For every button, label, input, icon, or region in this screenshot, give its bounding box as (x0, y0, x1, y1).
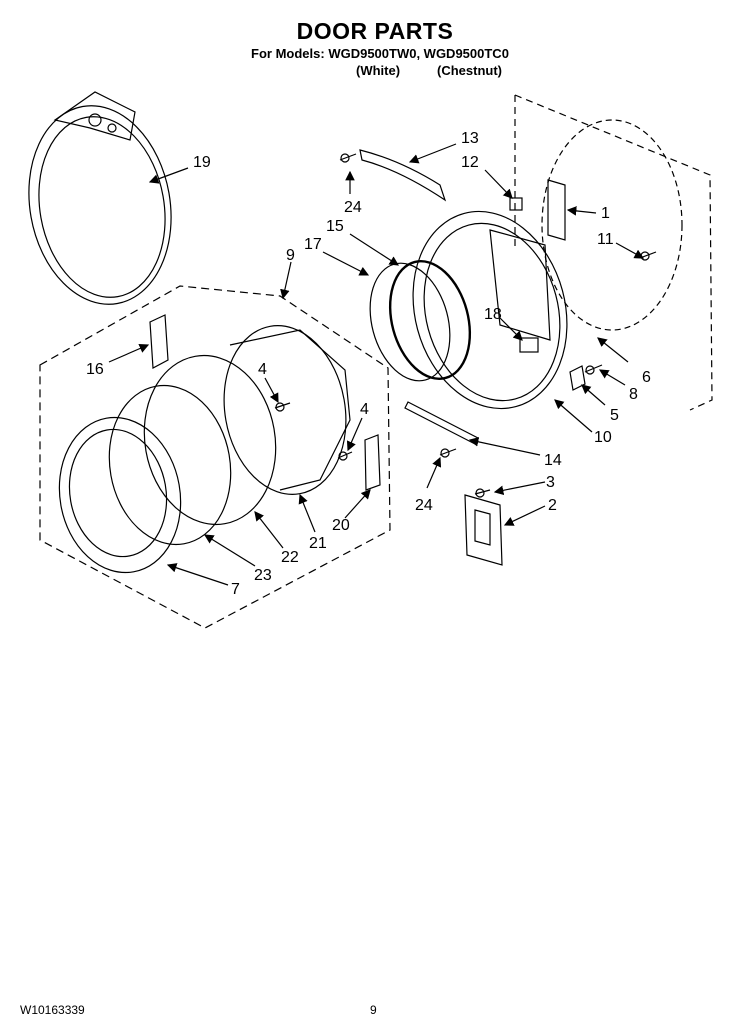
callout-1: 1 (601, 205, 610, 222)
callout-24-bottom: 24 (415, 497, 433, 514)
models-line: For Models: WGD9500TW0, WGD9500TC0 (251, 46, 509, 61)
callout-24-top: 24 (344, 199, 362, 216)
callout-2: 2 (548, 497, 557, 514)
part-13-handle (359, 149, 447, 202)
door-assembly-boundary (39, 285, 391, 629)
cabinet-opening (541, 119, 683, 331)
callout-7: 7 (231, 581, 240, 598)
callout-6: 6 (642, 369, 651, 386)
part-23-ring (108, 384, 232, 546)
part-20-bracket (364, 434, 381, 491)
callout-14: 14 (544, 452, 562, 469)
page-title: DOOR PARTS (296, 18, 454, 44)
callout-11: 11 (597, 231, 614, 248)
callout-10: 10 (594, 429, 612, 446)
part-2-hinge-plate (464, 494, 503, 566)
callout-8: 8 (629, 386, 638, 403)
callout-16: 16 (86, 361, 104, 378)
callout-20: 20 (332, 517, 350, 534)
part-22-ring (143, 354, 277, 526)
page-number: 9 (370, 1003, 377, 1017)
cabinet-panel (514, 94, 713, 411)
callout-21: 21 (309, 535, 327, 552)
callout-4-right: 4 (360, 401, 369, 418)
part-19-ring (28, 91, 172, 305)
callout-23: 23 (254, 567, 272, 584)
callout-leaders (108, 143, 645, 586)
part-14-strip (404, 401, 479, 445)
callout-13: 13 (461, 130, 479, 147)
part-18-latch (519, 337, 539, 353)
part-21-inner-liner (223, 325, 351, 495)
callout-5: 5 (610, 407, 619, 424)
variant-chestnut: (Chestnut) (437, 63, 502, 78)
part-10-door-frame (412, 210, 568, 410)
callout-12: 12 (461, 154, 479, 171)
part-7-outer-door (58, 416, 182, 574)
callout-15: 15 (326, 218, 344, 235)
part-1-hinge (547, 179, 566, 241)
screws (274, 153, 657, 498)
callout-22: 22 (281, 549, 299, 566)
callout-19: 19 (193, 154, 211, 171)
callout-17: 17 (304, 236, 322, 253)
part-5-clip (569, 365, 586, 391)
callout-3: 3 (546, 474, 555, 491)
callout-4-left: 4 (258, 361, 267, 378)
part-15-gasket (388, 260, 472, 380)
part-16-handle-insert (149, 314, 169, 369)
part-12-clip (509, 197, 523, 211)
variant-white: (White) (356, 63, 401, 78)
callout-9: 9 (286, 247, 295, 264)
callout-18: 18 (484, 306, 502, 323)
document-number: W10163339 (20, 1003, 85, 1017)
